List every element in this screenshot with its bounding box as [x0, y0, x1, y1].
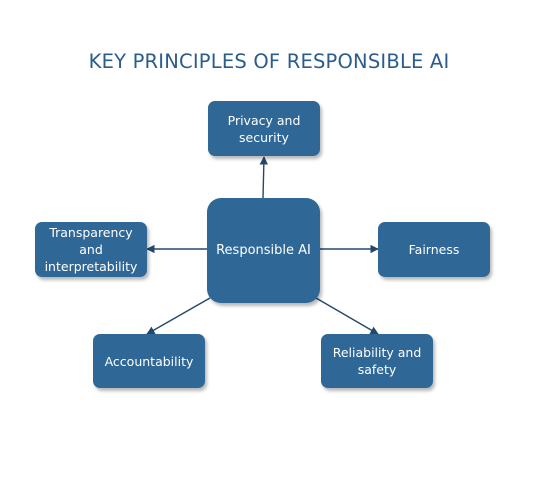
arrow-to-privacy	[259, 156, 269, 199]
node-accountability: Accountability	[93, 334, 205, 388]
node-transparency-and-interpretability: Transparency and interpretability	[35, 222, 147, 277]
diagram-title: KEY PRINCIPLES OF RESPONSIBLE AI	[88, 50, 450, 73]
node-privacy-and-security: Privacy and security	[208, 101, 320, 156]
node-responsible-ai: Responsible AI	[207, 198, 320, 303]
node-fairness: Fairness	[378, 222, 490, 277]
arrow-to-accountability	[146, 297, 211, 335]
node-reliability-and-safety: Reliability and safety	[321, 334, 433, 388]
arrow-to-reliability	[315, 297, 379, 335]
